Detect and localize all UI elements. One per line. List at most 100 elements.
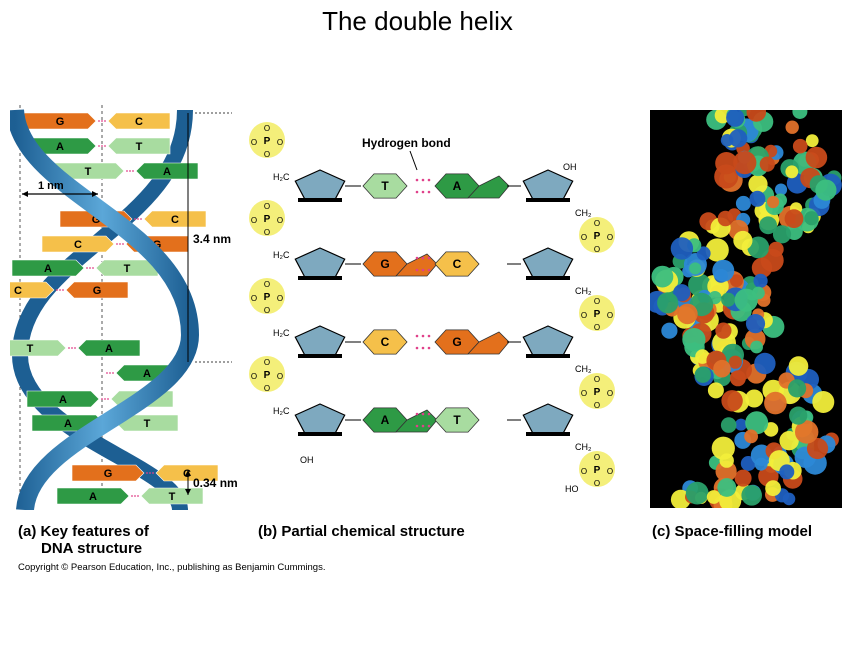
- atom-sphere: [788, 379, 807, 398]
- base-left-C: [41, 235, 115, 253]
- atom-sphere: [764, 391, 787, 415]
- atom-sphere: [717, 478, 737, 497]
- base-right-C-letter: C: [135, 116, 143, 128]
- base-right-C: [143, 210, 207, 228]
- atom-sphere: [751, 257, 773, 278]
- phosphate-left: [249, 200, 285, 236]
- atom-sphere: [706, 490, 721, 504]
- base-right-T-letter: T: [144, 418, 151, 430]
- atom-sphere: [729, 129, 748, 148]
- atom-sphere: [750, 340, 763, 354]
- base-left-A-letter: A: [59, 394, 67, 406]
- atom-sphere: [721, 390, 743, 412]
- base-left-A: [56, 487, 130, 505]
- atom-sphere: [785, 165, 799, 179]
- base-left-G: [71, 464, 145, 482]
- atom-sphere: [748, 174, 768, 194]
- base-right-G: [65, 281, 129, 299]
- sugar-left: [294, 169, 346, 200]
- base-left-C-letter: C: [74, 239, 82, 251]
- chem-base-right: [434, 251, 480, 277]
- svg-text:O: O: [264, 306, 270, 315]
- h2c-label: H₂C: [273, 172, 290, 182]
- chem-base-right-letter: A: [453, 179, 462, 193]
- svg-text:O: O: [581, 467, 587, 476]
- ch2-label: CH₂: [575, 442, 592, 452]
- panel-c-space-filling: [650, 110, 842, 508]
- svg-text:O: O: [607, 233, 613, 242]
- atom-sphere: [745, 411, 769, 435]
- phosphate-left: [249, 356, 285, 392]
- chem-base-left: [362, 173, 408, 199]
- base-right-A: [135, 162, 199, 180]
- atom-sphere: [735, 418, 747, 431]
- sugar-right: [522, 403, 574, 434]
- svg-text:O: O: [264, 384, 270, 393]
- chem-base-right: [434, 407, 480, 433]
- sugar-right: [522, 325, 574, 356]
- atom-sphere: [744, 429, 758, 444]
- atom-sphere: [689, 262, 702, 275]
- atom-sphere: [768, 241, 784, 257]
- caption-a: (a) Key features of DNA structure: [18, 523, 149, 557]
- atom-sphere: [717, 210, 734, 227]
- oh-top: OH: [563, 162, 577, 172]
- base-left-A-letter: A: [64, 418, 72, 430]
- ch2-label: CH₂: [575, 208, 592, 218]
- atom-sphere: [759, 216, 777, 235]
- atom-sphere: [721, 292, 736, 307]
- svg-text:O: O: [251, 216, 257, 225]
- svg-text:O: O: [277, 372, 283, 381]
- base-right-T-letter: T: [136, 141, 143, 153]
- base-right-A-letter: A: [105, 343, 113, 355]
- atom-sphere: [695, 349, 710, 364]
- chem-base-left-letter: A: [381, 413, 390, 427]
- svg-text:O: O: [264, 358, 270, 367]
- svg-text:O: O: [594, 219, 600, 228]
- base-left-C: [10, 281, 55, 299]
- base-right-T-letter: T: [124, 263, 131, 275]
- atom-sphere: [749, 190, 766, 207]
- phosphate-right: [579, 373, 615, 409]
- atom-sphere: [805, 146, 828, 169]
- atom-sphere: [753, 273, 768, 288]
- h2c-label: H₂C: [273, 250, 290, 260]
- svg-text:O: O: [607, 389, 613, 398]
- svg-text:P: P: [264, 370, 271, 381]
- atom-sphere: [694, 366, 712, 383]
- svg-text:O: O: [251, 372, 257, 381]
- atom-sphere: [795, 420, 819, 444]
- chem-base-right-letter: G: [452, 335, 461, 349]
- ho-label: HO: [565, 484, 579, 494]
- atom-sphere: [657, 292, 679, 314]
- svg-text:O: O: [277, 138, 283, 147]
- svg-text:P: P: [264, 136, 271, 147]
- svg-text:O: O: [264, 150, 270, 159]
- h2c-label: H₂C: [273, 328, 290, 338]
- base-left-A-letter: A: [44, 263, 52, 275]
- label-3.4nm: 3.4 nm: [193, 232, 231, 246]
- phosphate-right: [579, 451, 615, 487]
- atom-sphere: [661, 322, 678, 339]
- svg-text:O: O: [264, 202, 270, 211]
- page-title: The double helix: [322, 6, 513, 36]
- atom-sphere: [746, 110, 767, 122]
- atom-sphere: [651, 265, 674, 288]
- atom-sphere: [734, 288, 758, 312]
- panel-a-helix: GCATTAGCCGATCGTAAATATGCAT 1 nm 3.4 nm 0.…: [10, 105, 238, 510]
- atom-sphere: [705, 238, 729, 262]
- atom-sphere: [715, 322, 732, 339]
- svg-text:O: O: [251, 294, 257, 303]
- atom-spheres: [650, 110, 842, 508]
- base-left-A: [11, 259, 85, 277]
- base-right-G-letter: G: [93, 285, 102, 297]
- svg-text:O: O: [277, 294, 283, 303]
